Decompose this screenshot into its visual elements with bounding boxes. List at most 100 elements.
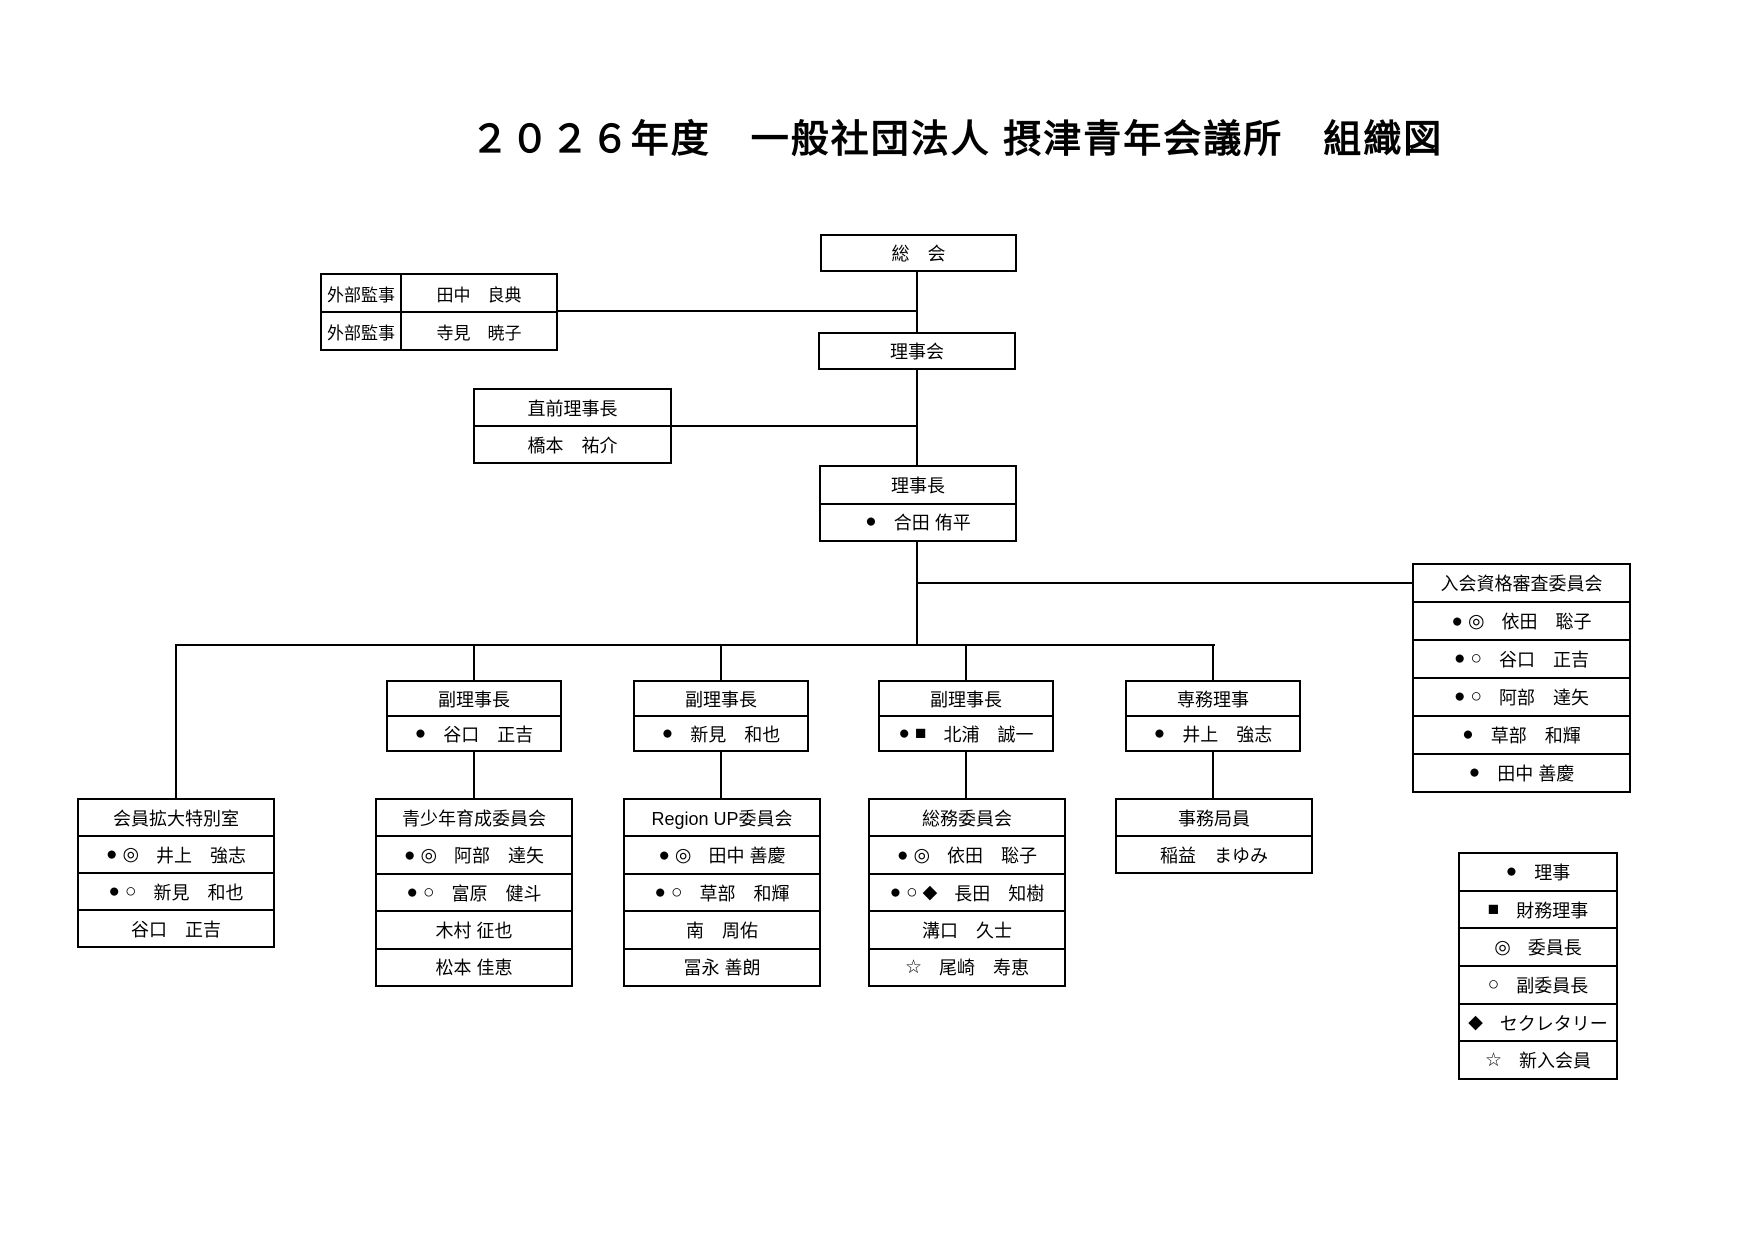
box-president: 理事長 ● 合田 侑平 xyxy=(819,465,1017,542)
member-row: ●○ 阿部 達矢 xyxy=(1414,677,1629,715)
connector-past-president xyxy=(672,425,918,427)
role-symbols: ● xyxy=(1468,762,1486,783)
auditor-name: 田中 良典 xyxy=(436,285,522,305)
connector-vp3-committee xyxy=(965,752,967,798)
role-symbols: ● xyxy=(1153,722,1171,744)
member-name: 富原 健斗 xyxy=(451,883,542,904)
finance-director-symbol: ■ xyxy=(1487,898,1505,920)
connector-vp2-committee xyxy=(720,752,722,798)
board-label: 理事会 xyxy=(890,342,944,362)
connector-distribution xyxy=(175,644,1215,646)
auditor-row: 外部監事 寺見 暁子 xyxy=(322,311,556,349)
legend-item: ◎ 委員長 xyxy=(1460,927,1616,965)
box-external-auditors: 外部監事 田中 良典 外部監事 寺見 暁子 xyxy=(320,273,558,351)
vice-chair-symbol: ○ xyxy=(1487,973,1505,995)
member-row: 谷口 正吉 xyxy=(79,909,273,946)
new-member-symbol: ☆ xyxy=(1484,1049,1508,1071)
member-name: 松本 佳恵 xyxy=(435,958,513,979)
box-executive-director: 専務理事 ● 井上 強志 xyxy=(1125,680,1301,752)
member-name: 谷口 正吉 xyxy=(131,919,221,940)
officer-name-row: ●■ 北浦 誠一 xyxy=(880,715,1052,750)
officer-title: 副理事長 xyxy=(685,689,757,710)
committee-title: 事務局員 xyxy=(1178,808,1250,829)
member-name: 田中 善慶 xyxy=(1497,764,1575,784)
member-row: ☆ 尾崎 寿恵 xyxy=(870,947,1064,985)
box-secretariat: 事務局員 稲益 まゆみ xyxy=(1115,798,1313,874)
member-name: 木村 征也 xyxy=(435,920,513,941)
officer-name: 井上 強志 xyxy=(1182,724,1273,745)
member-row: ●◎ 井上 強志 xyxy=(79,835,273,872)
member-name: 尾崎 寿恵 xyxy=(939,958,1030,979)
box-admission-screening-committee: 入会資格審査委員会 ●◎ 依田 聡子 ●○ 谷口 正吉 ●○ 阿部 達矢 ● 草… xyxy=(1412,563,1631,793)
member-row: ●○ 新見 和也 xyxy=(79,872,273,909)
officer-name: 谷口 正吉 xyxy=(443,724,534,745)
member-row: ●◎ 依田 聡子 xyxy=(1414,601,1629,639)
box-general-affairs-committee: 総務委員会 ●◎ 依田 聡子 ●○◆ 長田 知樹 溝口 久士 ☆ 尾崎 寿恵 xyxy=(868,798,1066,987)
legend-label: 委員長 xyxy=(1527,938,1582,959)
role-symbols: ●○ xyxy=(108,880,142,902)
president-name-row: ● 合田 侑平 xyxy=(821,502,1015,541)
officer-name: 北浦 誠一 xyxy=(943,724,1034,745)
legend-label: セクレタリー xyxy=(1499,1013,1608,1034)
box-general-assembly: 総 会 xyxy=(820,234,1017,272)
role-symbols: ●■ xyxy=(898,722,932,744)
legend-label: 新入会員 xyxy=(1519,1051,1592,1072)
member-row: ●○ 草部 和輝 xyxy=(625,872,819,910)
officer-name-row: ● 井上 強志 xyxy=(1127,715,1299,750)
box-membership-expansion-office: 会員拡大特別室 ●◎ 井上 強志 ●○ 新見 和也 谷口 正吉 xyxy=(77,798,275,948)
officer-title: 副理事長 xyxy=(930,689,1002,710)
legend-item: ◆ セクレタリー xyxy=(1460,1002,1616,1041)
chair-symbol: ◎ xyxy=(1494,936,1516,958)
member-row: ●◎ 依田 聡子 xyxy=(870,835,1064,872)
role-symbols: ●○ xyxy=(1454,686,1487,707)
role-symbols: ●◎ xyxy=(896,844,936,866)
committee-title: 青少年育成委員会 xyxy=(402,808,546,829)
officer-name-row: ● 谷口 正吉 xyxy=(388,715,560,750)
member-name: 草部 和輝 xyxy=(1490,726,1581,746)
member-row: 溝口 久士 xyxy=(870,910,1064,947)
connector-assembly-board xyxy=(916,272,918,334)
member-row: ●○ 谷口 正吉 xyxy=(1414,639,1629,677)
member-name: 依田 聡子 xyxy=(1501,612,1592,632)
member-name: 長田 知樹 xyxy=(954,883,1045,904)
member-name: 草部 和輝 xyxy=(699,883,790,904)
role-symbols: ●○ xyxy=(654,881,688,903)
legend-item: ☆ 新入会員 xyxy=(1460,1040,1616,1078)
connector-vp1-committee xyxy=(473,752,475,798)
director-symbol: ● xyxy=(865,511,882,533)
legend-label: 財務理事 xyxy=(1516,900,1589,921)
officer-name: 新見 和也 xyxy=(690,724,781,745)
legend-label: 理事 xyxy=(1534,862,1571,883)
member-name: 南 周佑 xyxy=(686,920,758,941)
member-name: 新見 和也 xyxy=(153,882,244,903)
connector-drop-vp3 xyxy=(965,644,967,682)
box-vice-president-1: 副理事長 ● 谷口 正吉 xyxy=(386,680,562,752)
past-president-title: 直前理事長 xyxy=(527,398,618,419)
member-name: 溝口 久士 xyxy=(922,920,1012,941)
page-title: ２０２６年度 一般社団法人 摂津青年会議所 組織図 xyxy=(470,119,1444,161)
member-row: ●○ 富原 健斗 xyxy=(377,872,571,910)
president-name: 合田 侑平 xyxy=(893,513,971,534)
role-symbols: ●◎ xyxy=(658,844,697,866)
legend: ● 理事 ■ 財務理事 ◎ 委員長 ○ 副委員長 ◆ セクレタリー ☆ 新入会員 xyxy=(1458,852,1618,1080)
legend-item: ○ 副委員長 xyxy=(1460,965,1616,1003)
member-name: 井上 強志 xyxy=(156,845,247,866)
member-row: 稲益 まゆみ xyxy=(1117,835,1311,872)
box-vice-president-3: 副理事長 ●■ 北浦 誠一 xyxy=(878,680,1054,752)
role-symbols: ●◎ xyxy=(105,844,145,865)
legend-label: 副委員長 xyxy=(1516,975,1589,996)
box-youth-development-committee: 青少年育成委員会 ●◎ 阿部 達矢 ●○ 富原 健斗 木村 征也 松本 佳恵 xyxy=(375,798,573,987)
box-vice-president-2: 副理事長 ● 新見 和也 xyxy=(633,680,809,752)
connector-executive-secretariat xyxy=(1212,752,1214,798)
officer-title: 副理事長 xyxy=(438,689,510,710)
connector-drop-vp2 xyxy=(720,644,722,682)
director-symbol: ● xyxy=(1505,860,1523,882)
secretary-symbol: ◆ xyxy=(1468,1012,1488,1034)
member-row: ●○◆ 長田 知樹 xyxy=(870,872,1064,910)
connector-board-president xyxy=(916,370,918,467)
officer-name-row: ● 新見 和也 xyxy=(635,715,807,750)
auditor-role: 外部監事 xyxy=(322,313,402,349)
member-row: 南 周佑 xyxy=(625,910,819,947)
member-row: 松本 佳恵 xyxy=(377,947,571,985)
connector-drop-executive xyxy=(1212,644,1214,682)
